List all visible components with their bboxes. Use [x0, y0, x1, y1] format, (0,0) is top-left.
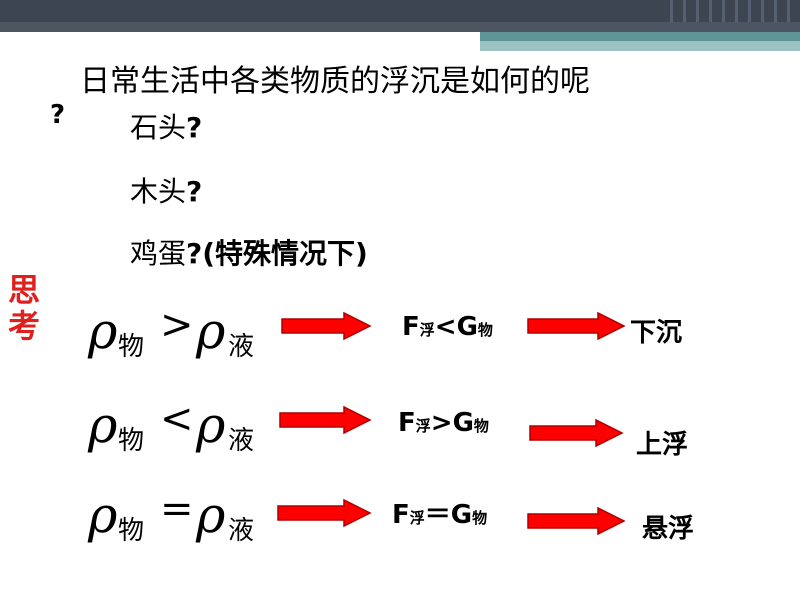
result-suspend: 悬浮 [642, 514, 695, 544]
rho-symbol: ρ [196, 396, 226, 454]
header-mid-band [0, 22, 800, 32]
force-relation-sink: F浮<G物 [402, 312, 493, 342]
density-relation-float: ρ 物 < ρ 液 [88, 396, 278, 456]
header-dark-band [0, 0, 800, 22]
heading-question-mark: ? [50, 100, 66, 130]
force-relation-float: F浮>G物 [398, 408, 489, 438]
slide-heading: 日常生活中各类物质的浮沉是如何的呢 [80, 64, 590, 99]
force-F-sub: 浮 [419, 321, 435, 339]
force-operator: ＝ [424, 500, 451, 530]
rho-subscript-object: 物 [118, 332, 145, 362]
arrow-right-icon [529, 418, 624, 448]
header-stripes [660, 0, 800, 22]
header-bar [0, 0, 800, 52]
comparator: = [160, 486, 194, 532]
list-item-wood: 木头? [130, 170, 202, 210]
comparator: > [160, 302, 194, 348]
force-G-sub: 物 [477, 321, 493, 339]
force-G: G [452, 408, 474, 438]
rho-symbol: ρ [196, 486, 226, 544]
header-teal-band [480, 32, 800, 41]
density-relation-suspend: ρ 物 = ρ 液 [88, 486, 278, 546]
rho-subscript-liquid: 液 [228, 332, 255, 362]
item-question: ? [186, 175, 203, 208]
force-F: F [392, 500, 410, 530]
comparator: < [160, 396, 194, 442]
item-label: 石头 [130, 111, 187, 144]
rho-symbol: ρ [88, 302, 118, 360]
force-F-sub: 浮 [415, 417, 431, 435]
side-label-think: 思考 [8, 271, 41, 345]
rho-subscript-object: 物 [118, 516, 145, 546]
force-G-sub: 物 [473, 417, 489, 435]
rho-symbol: ρ [196, 302, 226, 360]
force-relation-suspend: F浮＝G物 [392, 494, 487, 531]
density-relation-sink: ρ 物 > ρ 液 [88, 302, 278, 362]
list-item-stone: 石头? [130, 106, 202, 146]
rho-subscript-liquid: 液 [228, 426, 255, 456]
item-label: 鸡蛋 [130, 237, 187, 270]
arrow-right-icon [279, 405, 372, 435]
rho-subscript-object: 物 [118, 426, 145, 456]
force-F: F [398, 408, 416, 438]
result-sink: 下沉 [630, 318, 683, 348]
rho-symbol: ρ [88, 396, 118, 454]
force-G-sub: 物 [472, 509, 488, 527]
item-question: ?(特殊情况下) [186, 237, 368, 270]
rho-subscript-liquid: 液 [228, 516, 255, 546]
force-F-sub: 浮 [409, 509, 425, 527]
force-operator: > [430, 408, 453, 438]
force-operator: < [434, 312, 457, 342]
arrow-right-icon [527, 311, 626, 341]
item-question: ? [186, 111, 203, 144]
arrow-right-icon [277, 498, 372, 528]
arrow-right-icon [281, 311, 372, 341]
arrow-right-icon [527, 506, 626, 536]
force-F: F [402, 312, 420, 342]
item-label: 木头 [130, 175, 187, 208]
list-item-egg: 鸡蛋?(特殊情况下) [130, 232, 368, 272]
header-tab-tip [472, 32, 480, 51]
force-G: G [456, 312, 478, 342]
result-float: 上浮 [636, 430, 689, 460]
header-light-band [480, 41, 800, 51]
force-G: G [450, 500, 473, 530]
rho-symbol: ρ [88, 486, 118, 544]
